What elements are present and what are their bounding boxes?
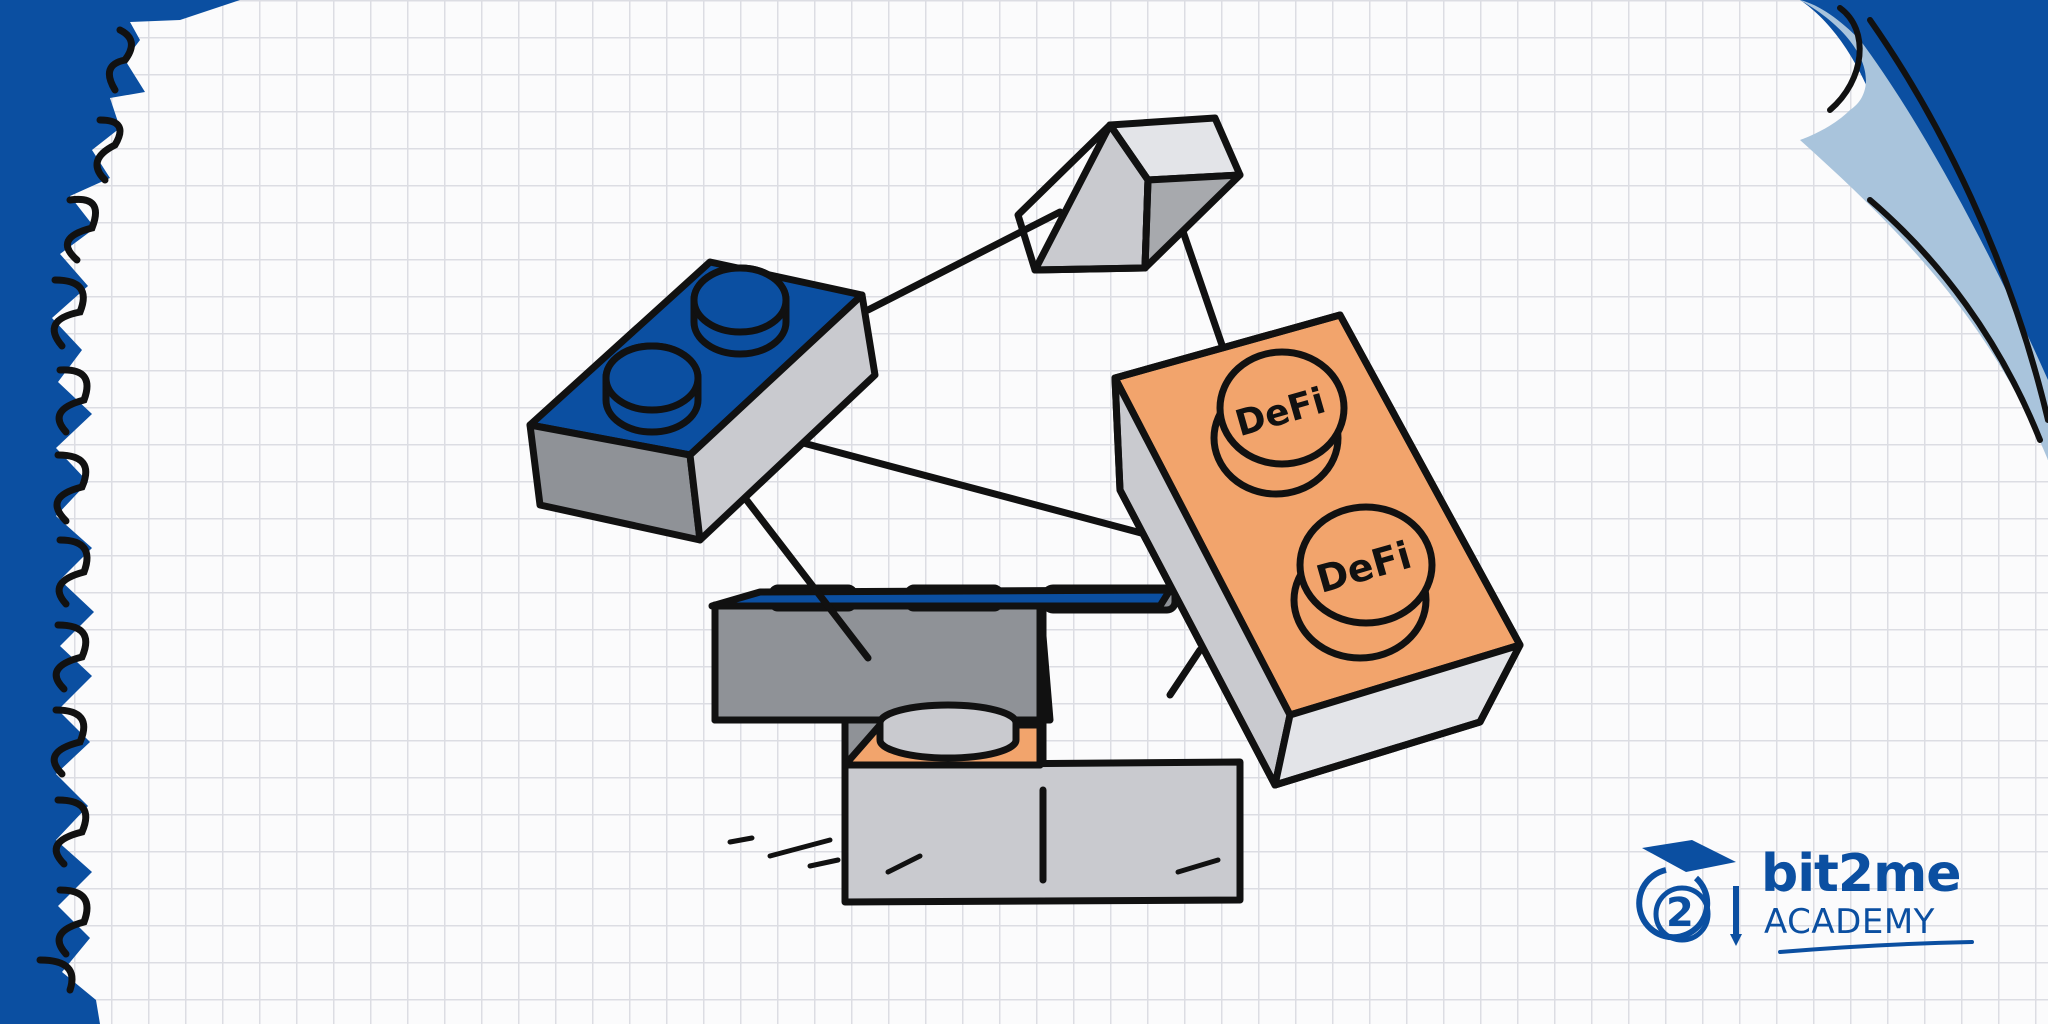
small-gray-block xyxy=(1014,114,1244,274)
blue-block xyxy=(526,258,879,544)
brand-underline xyxy=(1778,940,1974,954)
defi-stud-1 xyxy=(1210,348,1348,498)
bit2me-academy-logo[interactable]: 2 bit2me ACADEMY xyxy=(1636,838,1976,978)
graduation-cap-icon xyxy=(1636,840,1742,946)
brand-mark-digit: 2 xyxy=(1666,890,1694,936)
brand-academy-label: ACADEMY xyxy=(1764,902,1935,942)
defi-stud-2 xyxy=(1290,503,1436,662)
brand-name: bit2me xyxy=(1761,844,1962,904)
motion-dashes xyxy=(727,835,1221,875)
